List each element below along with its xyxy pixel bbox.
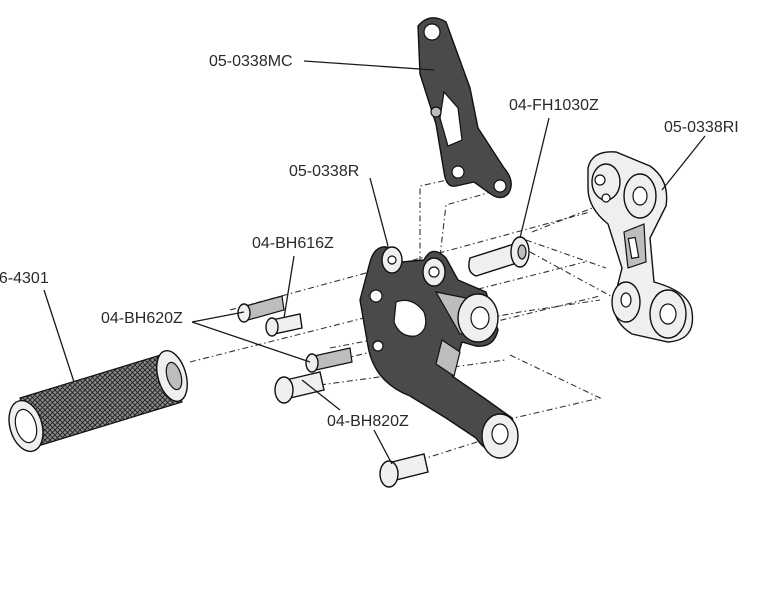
plate-05-0338r [359,246,519,459]
bolt-04-fh1030z [468,236,530,277]
bolt-04-bh620z-lower [305,347,353,373]
part-labels: 05-0338MC 04-FH1030Z 05-0338RI 05-0338R … [0,53,739,430]
bolt-04-bh620z-upper [237,295,285,323]
label-04-bh620z: 04-BH620Z [101,310,183,327]
footpeg-06-4301 [8,350,188,453]
label-06-4301: 06-4301 [0,270,49,287]
label-04-bh616z: 04-BH616Z [252,235,334,252]
label-05-0338r: 05-0338R [289,163,359,180]
bolt-04-bh820z-upper [274,371,325,404]
bracket-05-0338ri [587,151,694,343]
label-04-fh1030z: 04-FH1030Z [509,97,599,114]
bolt-04-bh616z [265,313,303,337]
label-05-0338ri: 05-0338RI [664,119,739,136]
bolt-04-bh820z-lower [379,453,429,488]
label-04-bh820z: 04-BH820Z [327,413,409,430]
bracket-05-0338mc [417,17,512,199]
label-05-0338mc: 05-0338MC [209,53,293,70]
leader-lines [43,60,706,465]
